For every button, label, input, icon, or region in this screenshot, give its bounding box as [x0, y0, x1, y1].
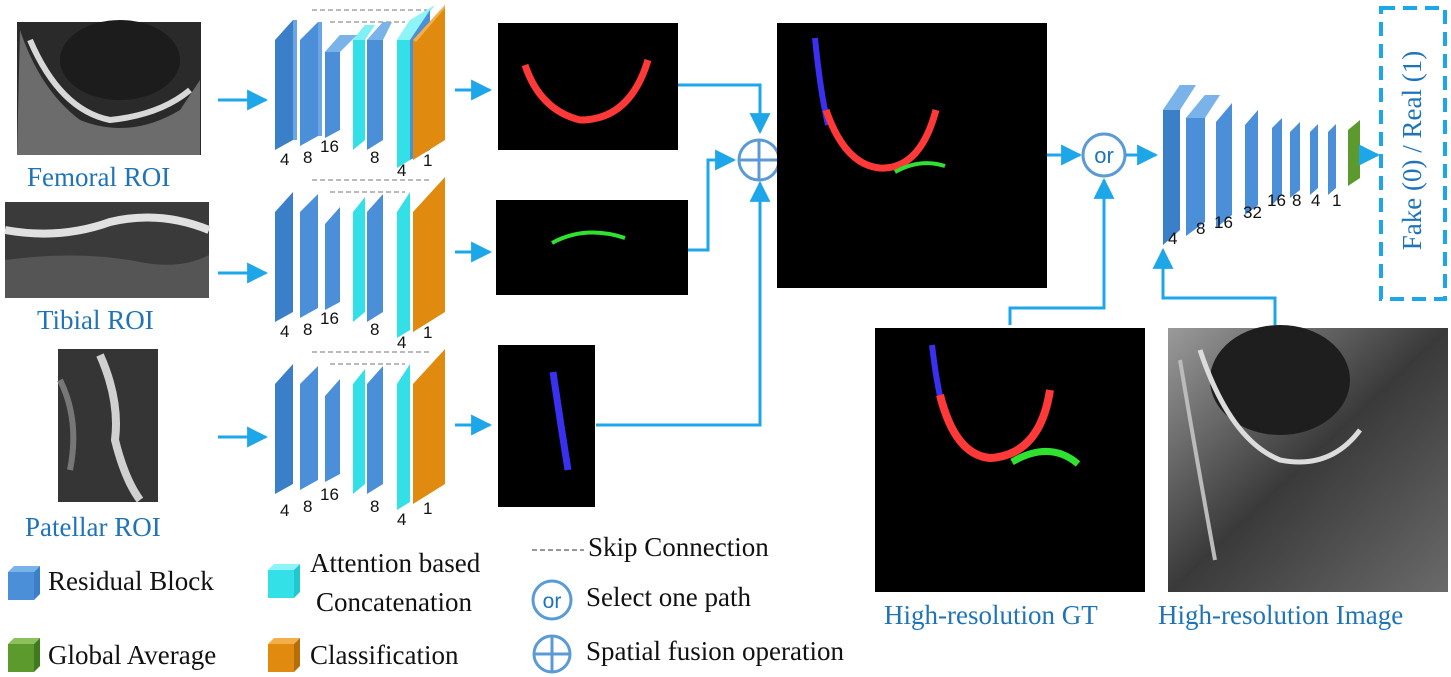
num: 4	[397, 161, 406, 180]
legend-attention-text-1: Attention based	[310, 548, 481, 578]
num: 16	[320, 309, 339, 328]
num: 16	[320, 137, 339, 156]
num: 32	[1243, 203, 1262, 222]
encoder-tibial	[275, 177, 445, 338]
num: 8	[303, 497, 312, 516]
num: 16	[1214, 213, 1233, 232]
encoder-patellar	[275, 349, 445, 510]
num: 1	[423, 499, 432, 518]
discriminator	[1163, 85, 1360, 245]
image-label: High-resolution Image	[1158, 600, 1404, 630]
patellar-roi-image	[57, 349, 158, 503]
femoral-mask-output	[498, 23, 678, 150]
num: 8	[1292, 191, 1301, 210]
femoral-roi-image	[17, 20, 201, 155]
num: 16	[1267, 191, 1286, 210]
legend-fusion-icon	[532, 634, 572, 674]
or-text: or	[1094, 143, 1114, 168]
legend-attention-text-2: Concatenation	[316, 587, 472, 617]
num: 1	[423, 323, 432, 342]
num: 4	[397, 333, 406, 352]
svg-text:or: or	[543, 590, 562, 613]
discriminator-numbers: 4 8 16 32 16 8 4 1	[1168, 191, 1341, 248]
high-res-image	[1168, 325, 1448, 592]
legend-or-icon	[531, 579, 573, 621]
patellar-roi-label: Patellar ROI	[25, 512, 161, 542]
tibial-mask-output	[496, 200, 688, 295]
num: 4	[280, 501, 289, 520]
legend-global-icon	[8, 638, 40, 672]
fused-mask	[777, 23, 1047, 288]
output-box	[1379, 6, 1447, 301]
legend-global-text: Global Average	[48, 640, 217, 670]
num: 1	[1332, 191, 1341, 210]
num: 8	[370, 320, 379, 339]
legend-classification-icon	[268, 638, 300, 672]
spatial-fusion-symbol	[737, 138, 781, 182]
num: 8	[370, 497, 379, 516]
num: 4	[280, 150, 289, 169]
num: 4	[1168, 229, 1177, 248]
gt-mask-image	[875, 328, 1145, 592]
tibial-roi-label: Tibial ROI	[37, 305, 154, 335]
encoder-femoral-numbers: 4 8 16 8 4 1	[280, 137, 432, 180]
legend-attention-icon	[268, 564, 300, 598]
legend-fusion-text: Spatial fusion operation	[586, 636, 844, 666]
num: 4	[280, 322, 289, 341]
num: 16	[320, 485, 339, 504]
output-label: Fake (0) / Real (1)	[1397, 50, 1427, 251]
num: 8	[370, 148, 379, 167]
num: 1	[423, 151, 432, 170]
num: 4	[397, 510, 406, 529]
femoral-roi-label: Femoral ROI	[27, 162, 171, 192]
gt-label: High-resolution GT	[884, 600, 1098, 630]
num: 8	[303, 320, 312, 339]
num: 8	[303, 148, 312, 167]
legend-skip-text: Skip Connection	[588, 532, 769, 562]
legend-select-text: Select one path	[586, 582, 751, 612]
num: 4	[1311, 191, 1320, 210]
num: 8	[1196, 219, 1205, 238]
legend-classification-text: Classification	[310, 640, 459, 670]
legend-residual-text: Residual Block	[48, 566, 214, 596]
select-path-symbol	[1081, 132, 1127, 178]
tibial-roi-image	[4, 202, 211, 298]
encoder-femoral	[275, 5, 445, 168]
patellar-mask-output	[498, 345, 595, 507]
encoder-tibial-numbers: 4 8 16 8 4 1	[280, 309, 432, 352]
legend-residual-icon	[8, 566, 40, 600]
encoder-patellar-numbers: 4 8 16 8 4 1	[280, 485, 432, 529]
